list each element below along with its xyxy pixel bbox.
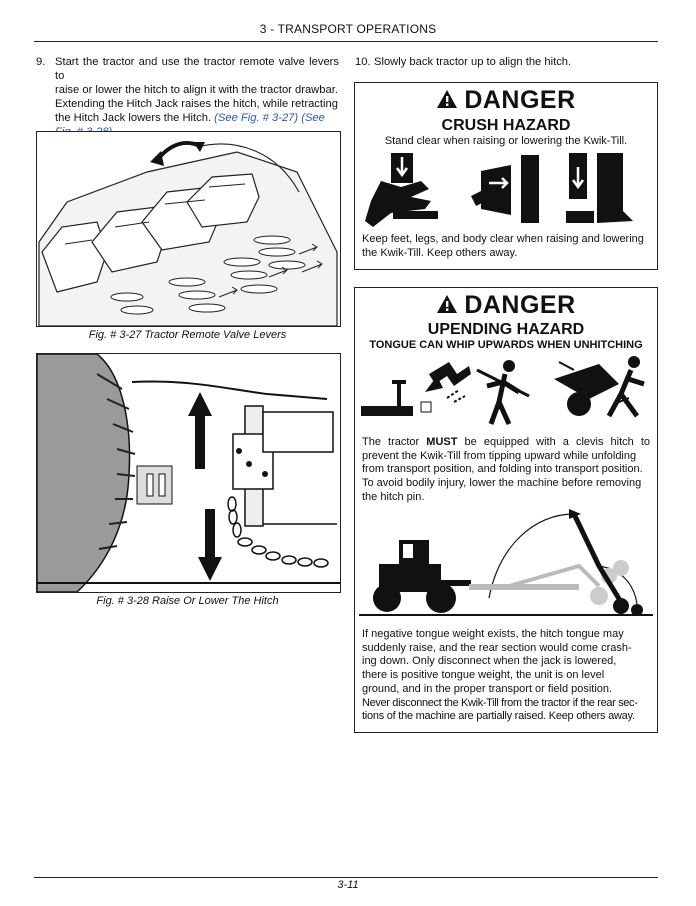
figure-3-28-image [36,353,341,593]
step-number: 9. [36,56,46,68]
page-number: 3-11 [337,879,359,891]
warning-triangle-icon [436,292,458,321]
body-line: suddenly raise, and the rear section wou… [362,641,632,654]
danger-title: DANGER [355,291,657,321]
hazard-title: UPENDING HAZARD [427,321,585,338]
warning-triangle-icon [436,87,458,116]
hazard-subtitle: Stand clear when raising or lowering the… [384,135,628,147]
danger-upending-hazard-box: DANGER UPENDING HAZARD TONGUE CAN WHIP U… [354,287,658,733]
body-line: from transport position, and folding int… [362,463,643,476]
body-line: ing down. Only disconnect when the jack … [362,655,617,668]
body-line: prevent the Kwik-Till from tipping upwar… [362,449,637,462]
body-line: If negative tongue weight exists, the hi… [362,628,624,640]
step-text: Slowly back tractor up to align the hitc… [374,56,572,68]
step-line: the Hitch Jack lowers the Hitch. (See Fi… [55,111,339,125]
body-text: The tractor [362,436,420,448]
figure-link[interactable]: (See Fig. # 3-27) [214,112,299,124]
upending-hazard-pictogram-icon [361,356,645,426]
step-line: Start the tractor and use the tractor re… [55,56,339,82]
step-line: Extending the Hitch Jack raises the hitc… [55,98,338,110]
tractor-levers-illustration [38,141,338,326]
step-number: 10. [355,56,371,68]
figure-3-27-image [36,131,341,327]
step-9: 9. Start the tractor and use the tractor… [36,55,341,138]
body-line: The tractor MUST be equipped with a clev… [362,436,650,450]
crush-hazard-pictogram-icon [365,153,633,227]
tractor-upending-illustration [359,509,653,616]
hazard-subtitle: TONGUE CAN WHIP UPWARDS WHEN UNHITCHING [369,339,643,351]
danger-word: DANGER [464,86,576,114]
body-line: the hitch pin. [362,490,425,503]
hazard-title: CRUSH HAZARD [441,117,571,134]
hitch-jack-illustration [37,354,340,592]
step-10: 10. Slowly back tractor up to align the … [355,55,655,71]
body-line: Keep feet, legs, and body clear when rai… [362,233,644,245]
figure-3-28-caption: Fig. # 3-28 Raise Or Lower The Hitch [96,595,279,607]
danger-body-para-1: The tractor MUST be equipped with a clev… [362,436,650,505]
body-line: Never disconnect the Kwik-Till from the … [362,696,638,709]
figure-3-27-caption: Fig. # 3-27 Tractor Remote Valve Levers [88,329,287,341]
footer-rule [34,877,658,878]
figure-link[interactable]: (See [301,112,325,124]
body-line: the Kwik-Till. Keep others away. [362,246,518,259]
danger-body: Keep feet, legs, and body clear when rai… [362,233,650,260]
danger-body-para-2: If negative tongue weight exists, the hi… [362,628,650,724]
danger-title: DANGER [355,86,657,116]
body-text: be equipped with a clevis hitch to [464,436,651,448]
body-line: ground, and in the proper transport or f… [362,682,613,695]
emphasis-text: MUST [426,436,458,448]
danger-crush-hazard-box: DANGER CRUSH HAZARD Stand clear when rai… [354,82,658,270]
body-line: tions of the machine are partially raise… [362,710,635,723]
page-header: 3 - TRANSPORT OPERATIONS [259,22,437,36]
danger-word: DANGER [464,291,576,319]
step-text: the Hitch Jack lowers the Hitch. [55,112,212,124]
header-rule [34,41,658,42]
body-line: there is positive tongue weight, the uni… [362,669,605,682]
step-line: raise or lower the hitch to align it wit… [55,84,338,96]
body-line: To avoid bodily injury, lower the machin… [362,477,642,490]
